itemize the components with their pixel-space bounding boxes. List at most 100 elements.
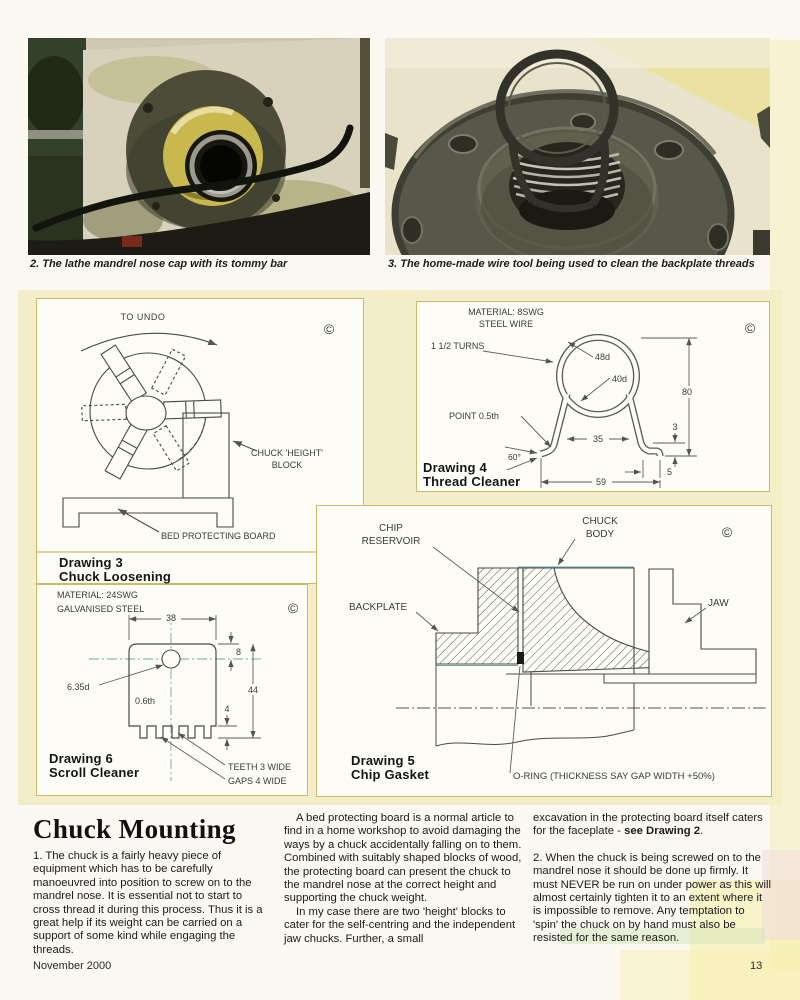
tommy-bar (32, 124, 354, 232)
o-ring (517, 652, 524, 664)
col2-paragraph1: A bed protecting board is a normal artic… (284, 812, 522, 905)
photo2-caption-text: 3. The home-made wire tool being used to… (388, 258, 755, 270)
hole-dia-label: 6.35d (67, 682, 90, 692)
drawing4-figure: MATERIAL: 8SWG STEEL WIRE 1 1/2 TURNS 48… (431, 307, 756, 488)
photo-lathe-mandrel-nose (24, 38, 370, 255)
angle-60: 60° (508, 452, 521, 462)
dim-40d: 40d (612, 374, 627, 384)
drawing6-title: Drawing 6 Scroll Cleaner (49, 752, 139, 780)
point-label: POINT 0.5th (449, 411, 499, 421)
article-column-3: excavation in the protecting board itsel… (533, 812, 771, 946)
wire-loop-tool (495, 49, 619, 213)
jaw-section (648, 568, 757, 675)
dim-4: 4 (224, 704, 229, 714)
thickness-label: 0.6th (135, 696, 155, 706)
material-line2: GALVANISED STEEL (57, 604, 144, 614)
scroll-cleaner-plate (128, 643, 217, 739)
yellow-wash-right (770, 40, 800, 970)
to-undo-label: TO UNDO (121, 312, 166, 322)
col3-p1-bold-ref: see Drawing 2 (624, 825, 701, 838)
plate-hole (161, 649, 181, 669)
backplate-label: BACKPLATE (349, 602, 407, 613)
photo-lathe-illustration (24, 38, 370, 255)
bed-board-label: BED PROTECTING BOARD (161, 531, 276, 541)
dim-59: 59 (596, 477, 606, 487)
drawing3-title-line1: Drawing 3 (59, 555, 123, 570)
drawing6-title-line2: Scroll Cleaner (49, 765, 140, 780)
drawing4-title-line1: Drawing 4 (423, 460, 487, 475)
copyright-icon: © (288, 600, 299, 616)
drawing3-title: Drawing 3 Chuck Loosening (59, 556, 171, 584)
dim-44: 44 (248, 685, 258, 695)
dim-5: 5 (667, 467, 672, 477)
material-line1: MATERIAL: 8SWG (468, 307, 544, 317)
chuck-body-label1: CHUCK (582, 516, 618, 527)
article-heading-text: Chuck Mounting (33, 814, 236, 844)
teeth-label2: GAPS 4 WIDE (228, 776, 287, 786)
article-column-2: A bed protecting board is a normal artic… (284, 812, 522, 946)
footer-date-text: November 2000 (33, 960, 112, 972)
height-block-label1: CHUCK 'HEIGHT' (251, 448, 323, 458)
col3-p1-period: . (700, 825, 704, 838)
footer-page-number: 13 (750, 960, 762, 972)
copyright-icon: © (722, 524, 733, 540)
chuck-jaws (81, 344, 222, 480)
o-ring-label: O-RING (THICKNESS SAY GAP WIDTH +50%) (513, 771, 715, 782)
col3-p1-text: excavation in the protecting board itsel… (533, 812, 763, 838)
drawing6-panel: 38 8 44 4 6.35d 0.6th TEETH 3 WIDE GAPS … (36, 584, 308, 796)
drawing4-title-line2: Thread Cleaner (423, 474, 521, 489)
bed-board (62, 497, 234, 528)
chip-label2: RESERVOIR (362, 536, 421, 547)
drawing3-figure: TO UNDO CHUCK 'HEIGHT' BLOCK BED PROTECT… (37, 312, 362, 553)
col1-paragraph1: 1. The chuck is a fairly heavy piece of … (33, 850, 263, 956)
drawing5-figure: CHIP RESERVOIR CHUCK BODY BACKPLATE JAW … (349, 516, 767, 782)
footer-page-text: 13 (750, 960, 763, 972)
height-block (182, 412, 230, 499)
material-line2: STEEL WIRE (479, 319, 533, 329)
spindle-outline (435, 664, 635, 747)
to-undo-arrow (80, 332, 218, 352)
col2-paragraph2: In my case there are two 'height' blocks… (284, 905, 516, 945)
copyright-icon: © (324, 321, 335, 337)
wire-thread-cleaner (539, 334, 664, 458)
photo1-caption-text: 2. The lathe mandrel nose cap with its t… (30, 258, 288, 270)
col3-paragraph2: 2. When the chuck is being screwed on to… (533, 851, 771, 945)
drawing6-title-line1: Drawing 6 (49, 751, 113, 766)
article-heading: Chuck Mounting (33, 814, 236, 845)
photo1-caption: 2. The lathe mandrel nose cap with its t… (30, 258, 365, 271)
turns-label: 1 1/2 TURNS (431, 341, 484, 351)
chuck-centre-hole (125, 395, 167, 431)
copyright-icon: © (745, 320, 756, 336)
chip-label1: CHIP (379, 523, 403, 534)
dim-80: 80 (682, 387, 692, 397)
dim-35: 35 (593, 434, 603, 444)
photo-backplate-illustration (385, 38, 770, 336)
footer-issue-date: November 2000 (33, 960, 111, 972)
drawing5-title-line2: Chip Gasket (351, 767, 430, 782)
article-column-1: 1. The chuck is a fairly heavy piece of … (33, 850, 271, 957)
drawing6-figure: 38 8 44 4 6.35d 0.6th TEETH 3 WIDE GAPS … (57, 590, 299, 786)
dim-8: 8 (236, 647, 241, 657)
chuck-body-outline (506, 567, 635, 675)
drawing5-title: Drawing 5 Chip Gasket (351, 754, 429, 782)
dim-3: 3 (672, 422, 677, 432)
drawing3-title-line2: Chuck Loosening (59, 569, 172, 584)
drawing4-title: Drawing 4 Thread Cleaner (423, 461, 520, 489)
drawing5-panel: CHIP RESERVOIR CHUCK BODY BACKPLATE JAW … (316, 505, 772, 797)
dim-38: 38 (166, 613, 176, 623)
drawing5-title-line1: Drawing 5 (351, 753, 415, 768)
photo-wire-tool-backplate (385, 38, 770, 336)
drawing4-panel: MATERIAL: 8SWG STEEL WIRE 1 1/2 TURNS 48… (416, 301, 770, 492)
yellow-wash-bottom-right2 (620, 950, 800, 1000)
dim-48d: 48d (595, 352, 610, 362)
col3-paragraph1: excavation in the protecting board itsel… (533, 812, 771, 839)
drawing3-panel: TO UNDO CHUCK 'HEIGHT' BLOCK BED PROTECT… (36, 298, 364, 584)
jaw-slide (603, 673, 757, 684)
backplate-section (435, 567, 519, 665)
photo2-caption: 3. The home-made wire tool being used to… (388, 258, 780, 271)
chip-gasket-section (522, 567, 670, 673)
chuck-body-label2: BODY (586, 529, 615, 540)
height-block-label2: BLOCK (272, 460, 303, 470)
teeth-label1: TEETH 3 WIDE (228, 762, 291, 772)
